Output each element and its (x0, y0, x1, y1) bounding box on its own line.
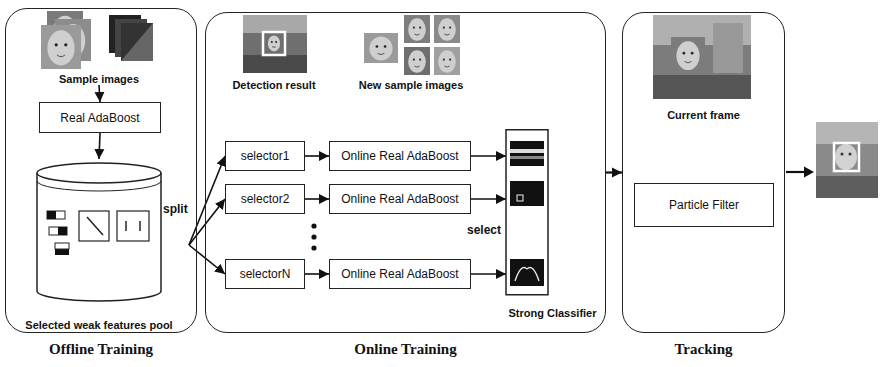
flow-arrow (189, 245, 225, 274)
output-arrow (786, 167, 814, 178)
ellipsis-dot (311, 245, 316, 250)
flow-arrow (189, 156, 225, 245)
process-box: selector1 (225, 141, 305, 171)
process-box: Real AdaBoost (39, 102, 161, 133)
box-label: Online Real AdaBoost (337, 192, 462, 206)
process-box: Particle Filter (634, 183, 774, 227)
image-caption: Current frame (641, 109, 766, 121)
flow-arrow (471, 155, 506, 157)
image-caption: Selected weak features pool (9, 319, 189, 331)
box-label: Particle Filter (665, 198, 743, 212)
stage-panel: Online TrainingDetection resultNew sampl… (205, 12, 606, 333)
image-caption: Detection result (229, 79, 319, 91)
illustration (641, 15, 766, 105)
process-box: selectorN (225, 259, 305, 289)
stage-panel: TrackingCurrent frameParticle Filter (622, 12, 785, 333)
flow-arrow (99, 85, 100, 102)
image-group: Strong Classifier (501, 129, 604, 319)
flow-arrow (606, 171, 622, 173)
image-group: Current frame (641, 15, 766, 121)
image-group: Detection result (229, 15, 319, 91)
annotation-label: select (467, 223, 501, 237)
box-label: Online Real AdaBoost (337, 149, 462, 163)
image-caption: New sample images (356, 79, 466, 91)
flow-arrow (305, 198, 329, 200)
box-label: selector1 (237, 149, 294, 163)
illustration (9, 159, 189, 305)
process-box: Online Real AdaBoost (329, 184, 471, 214)
process-box: Online Real AdaBoost (329, 259, 471, 289)
flow-arrow (305, 155, 329, 157)
box-label: Online Real AdaBoost (337, 267, 462, 281)
illustration (29, 11, 169, 71)
process-box: selector2 (225, 184, 305, 214)
image-caption: Sample images (29, 73, 169, 85)
illustration (501, 129, 604, 297)
ellipsis-dot (311, 223, 316, 228)
flow-arrow (305, 273, 329, 275)
process-box: Online Real AdaBoost (329, 141, 471, 171)
illustration (356, 15, 466, 77)
stage-heading: Offline Training (6, 341, 196, 358)
image-group: Sample images (29, 11, 169, 85)
stage-heading: Online Training (206, 341, 605, 358)
image-group: Selected weak features pool (9, 159, 189, 331)
flow-arrow (471, 273, 506, 275)
flow-arrow (471, 198, 506, 200)
annotation-label: split (163, 202, 188, 216)
illustration (229, 15, 319, 77)
box-label: Real AdaBoost (56, 111, 143, 125)
flow-arrow (189, 199, 225, 245)
image-group: New sample images (356, 15, 466, 91)
box-label: selectorN (236, 267, 295, 281)
stage-heading: Tracking (623, 341, 784, 358)
output-image (816, 122, 878, 198)
ellipsis-dot (311, 234, 316, 239)
stage-panel: Offline TrainingSample imagesReal AdaBoo… (5, 8, 197, 333)
flow-arrow (99, 133, 100, 159)
box-label: selector2 (237, 192, 294, 206)
image-caption: Strong Classifier (501, 307, 604, 319)
